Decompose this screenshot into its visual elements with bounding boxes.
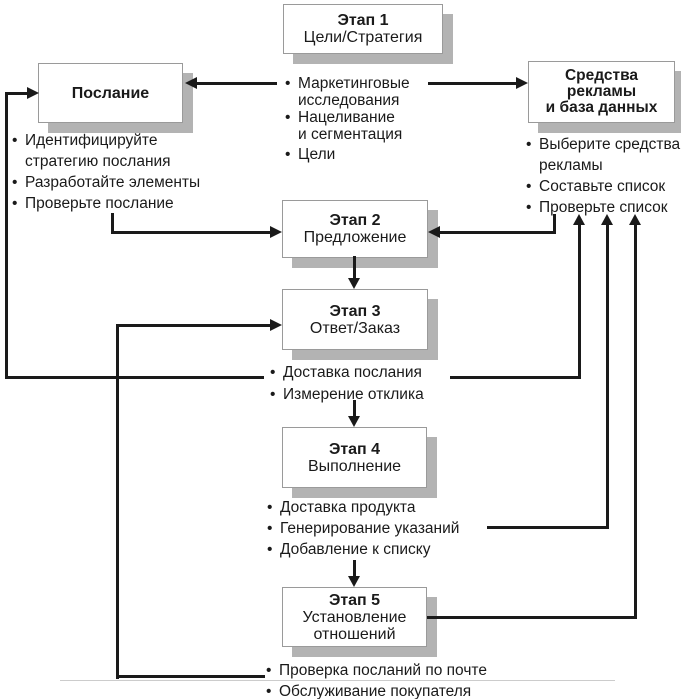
connector-relationship-to-stage3-vertical xyxy=(116,324,119,679)
connector-media-to-stage2-vertical xyxy=(553,214,556,234)
message-bullet-list: • Идентифицируйте стратегию послания • Р… xyxy=(12,130,200,214)
connector-response-to-media-horizontal xyxy=(450,376,581,379)
bullet-icon: • xyxy=(285,75,291,92)
list-item: • Нацеливание и сегментация xyxy=(285,109,403,143)
stage1-box: Этап 1 Цели/Стратегия xyxy=(283,4,443,54)
bullet-icon: • xyxy=(267,541,273,558)
strategy-bullet-list: • Маркетинговые исследования • Нацеливан… xyxy=(285,75,410,163)
list-item: • Маркетинговые исследования xyxy=(285,75,410,109)
media-box: Средства рекламы и база данных xyxy=(528,61,675,123)
connector-fulfillment-to-stage5 xyxy=(353,560,356,576)
stage4-subtitle: Выполнение xyxy=(307,457,402,475)
connector-feedback-message-vertical xyxy=(5,92,8,379)
list-item: • Проверка посланий по почте xyxy=(266,662,487,679)
bullet-icon: • xyxy=(285,146,291,163)
list-item: • Генерирование указаний xyxy=(267,520,460,537)
bullet-icon: • xyxy=(526,178,532,195)
connector-feedback-into-message xyxy=(5,92,27,95)
list-item: • Измерение отклика xyxy=(270,384,424,406)
bullet-icon: • xyxy=(270,364,276,381)
list-item: • Проверьте список xyxy=(526,199,668,216)
relationship-bullet-list: • Проверка посланий по почте • Обслужива… xyxy=(266,660,487,699)
arrowhead-down-icon xyxy=(348,576,360,587)
arrowhead-down-icon xyxy=(348,416,360,427)
stage3-title: Этап 3 xyxy=(329,302,381,320)
connector-response-to-stage4 xyxy=(353,400,356,416)
bullet-icon: • xyxy=(526,136,532,153)
connector-leads-to-media-horizontal xyxy=(487,526,609,529)
arrowhead-right-icon xyxy=(270,226,282,238)
stage3-box: Этап 3 Ответ/Заказ xyxy=(282,289,428,350)
stage2-subtitle: Предложение xyxy=(303,229,407,246)
arrowhead-down-icon xyxy=(348,278,360,289)
list-item: • Проверьте послание xyxy=(12,195,174,212)
list-item: • Доставка продукта xyxy=(267,499,416,516)
connector-relationship-to-stage3-bottom xyxy=(116,675,265,678)
stage5-title: Этап 5 xyxy=(328,591,381,609)
response-bullet-list: • Доставка послания • Измерение отклика xyxy=(270,362,424,406)
list-item: • Разработайте элементы xyxy=(12,174,201,191)
bullet-icon: • xyxy=(12,174,18,191)
list-item: • Цели xyxy=(285,146,336,163)
connector-stage5-to-media-vertical xyxy=(634,225,637,619)
list-item: • Идентифицируйте стратегию послания xyxy=(12,132,171,170)
stage4-box: Этап 4 Выполнение xyxy=(282,427,427,488)
arrowhead-up-icon xyxy=(629,214,641,225)
list-item: • Выберите средства рекламы xyxy=(526,136,681,174)
arrowhead-right-icon xyxy=(270,319,282,331)
list-item: • Добавление к списку xyxy=(267,541,431,558)
arrowhead-up-icon xyxy=(601,214,613,225)
bullet-icon: • xyxy=(267,499,273,516)
page-rule xyxy=(60,680,615,681)
bullet-icon: • xyxy=(285,109,291,126)
connector-response-to-media-vertical xyxy=(578,225,581,379)
connector-strategy-to-media xyxy=(428,82,516,85)
bullet-icon: • xyxy=(270,386,276,403)
connector-feedback-response-horizontal xyxy=(5,376,264,379)
bullet-icon: • xyxy=(12,132,18,149)
stage4-title: Этап 4 xyxy=(328,440,381,458)
connector-relationship-to-stage3-top xyxy=(116,324,270,327)
arrowhead-right-icon xyxy=(27,87,39,99)
bullet-icon: • xyxy=(266,683,272,699)
stage5-subtitle: Установление отношений xyxy=(302,608,407,643)
bullet-icon: • xyxy=(267,520,273,537)
list-item: • Обслуживание покупателя xyxy=(266,681,487,699)
connector-leads-to-media-vertical xyxy=(606,225,609,529)
bullet-icon: • xyxy=(12,195,18,212)
fulfillment-bullet-list: • Доставка продукта • Генерирование указ… xyxy=(267,497,459,560)
media-bullet-list: • Выберите средства рекламы • Составьте … xyxy=(526,134,680,218)
message-box-title: Послание xyxy=(71,84,150,102)
message-box: Послание xyxy=(38,63,183,123)
bullet-icon: • xyxy=(266,662,272,679)
list-item: • Доставка послания xyxy=(270,362,424,384)
stage3-subtitle: Ответ/Заказ xyxy=(309,319,401,337)
stage2-title: Этап 2 xyxy=(329,212,381,229)
list-item: • Составьте список xyxy=(526,178,666,195)
connector-strategy-to-message xyxy=(197,82,277,85)
stage1-subtitle: Цели/Стратегия xyxy=(303,29,423,46)
arrowhead-left-icon xyxy=(428,226,440,238)
stage2-box: Этап 2 Предложение xyxy=(282,200,428,258)
connector-stage2-to-stage3 xyxy=(353,256,356,278)
media-box-title: Средства рекламы и база данных xyxy=(545,67,658,116)
arrowhead-up-icon xyxy=(573,214,585,225)
arrowhead-left-icon xyxy=(185,77,197,89)
bullet-icon: • xyxy=(526,199,532,216)
connector-stage5-to-media-horizontal xyxy=(427,616,637,619)
stage1-title: Этап 1 xyxy=(337,12,389,29)
connector-message-to-stage2-horizontal xyxy=(111,231,270,234)
connector-media-to-stage2-horizontal xyxy=(440,231,556,234)
stage5-box: Этап 5 Установление отношений xyxy=(282,587,427,647)
connector-message-to-stage2-vertical xyxy=(111,213,114,234)
arrowhead-right-icon xyxy=(516,77,528,89)
